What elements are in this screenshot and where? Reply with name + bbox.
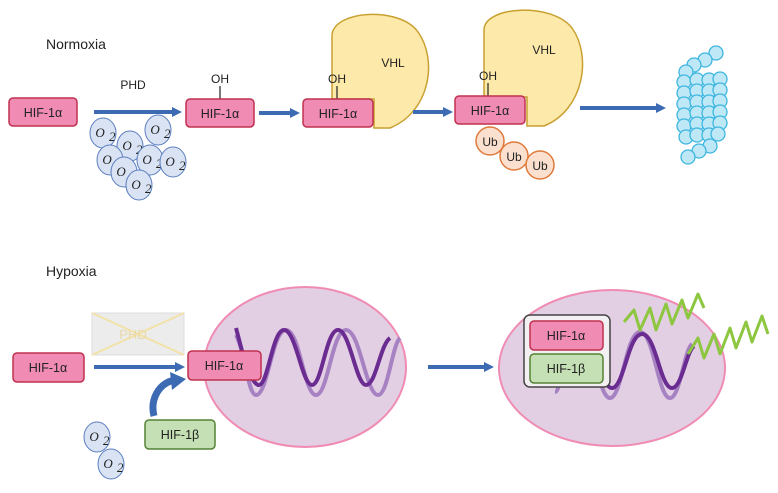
oh-label: OH bbox=[211, 72, 229, 86]
ubiquitin-chain: Ub Ub Ub bbox=[475, 126, 555, 180]
ubiquitin: Ub bbox=[475, 126, 505, 156]
dna-strand-light bbox=[234, 327, 402, 398]
svg-text:HIF-1α: HIF-1α bbox=[201, 107, 239, 121]
hif1b-box: HIF-1β bbox=[144, 419, 216, 450]
hif1a-label: HIF-1α bbox=[24, 106, 62, 120]
svg-text:O: O bbox=[150, 122, 160, 137]
vhl-label: VHL bbox=[381, 56, 405, 70]
svg-text:Ub: Ub bbox=[532, 159, 548, 173]
svg-text:VHL: VHL bbox=[532, 43, 556, 57]
svg-text:2: 2 bbox=[145, 181, 152, 196]
svg-text:O: O bbox=[103, 456, 113, 471]
hif1b-import-arrow bbox=[149, 376, 176, 417]
svg-text:2: 2 bbox=[103, 433, 110, 448]
svg-text:2: 2 bbox=[109, 129, 116, 144]
mrna-transcript bbox=[622, 292, 706, 332]
hif1a-box: HIF-1α bbox=[8, 97, 78, 127]
normoxia-title: Normoxia bbox=[46, 36, 106, 52]
phd-label: PHD bbox=[120, 78, 146, 92]
hif1a-hydroxylated: OH HIF-1α bbox=[185, 72, 255, 128]
hif1a-box: HIF-1α bbox=[12, 352, 85, 383]
hypoxia-title: Hypoxia bbox=[46, 263, 97, 279]
proteasome bbox=[676, 45, 728, 165]
svg-text:Ub: Ub bbox=[482, 135, 498, 149]
phd-inactive: PHD bbox=[91, 312, 185, 356]
svg-text:O: O bbox=[102, 152, 112, 167]
svg-text:Ub: Ub bbox=[506, 150, 522, 164]
hif1b-label: HIF-1β bbox=[161, 428, 199, 442]
svg-text:2: 2 bbox=[156, 156, 163, 171]
svg-text:O: O bbox=[165, 154, 175, 169]
hif1a-vhl-bound: OH HIF-1α bbox=[302, 72, 374, 128]
hif1a-in-nucleus: HIF-1α bbox=[187, 350, 262, 381]
dna-strand-dark bbox=[234, 327, 392, 388]
svg-text:HIF-1α: HIF-1α bbox=[547, 329, 585, 343]
hif1a-ubiquitinated: OH HIF-1α bbox=[454, 69, 526, 125]
vhl-protein: VHL bbox=[331, 13, 430, 129]
svg-text:OH: OH bbox=[479, 69, 497, 83]
ubiquitin: Ub bbox=[525, 150, 555, 180]
mrna-transcript bbox=[686, 314, 770, 360]
svg-text:2: 2 bbox=[136, 142, 143, 157]
phd-label-faded: PHD bbox=[119, 327, 146, 342]
ubiquitin: Ub bbox=[499, 141, 529, 171]
svg-text:O: O bbox=[116, 164, 126, 179]
svg-text:HIF-1α: HIF-1α bbox=[29, 361, 67, 375]
svg-text:HIF-1α: HIF-1α bbox=[319, 107, 357, 121]
svg-text:O: O bbox=[95, 125, 105, 140]
svg-text:HIF-1α: HIF-1α bbox=[471, 104, 509, 118]
svg-text:2: 2 bbox=[179, 158, 186, 173]
svg-text:O: O bbox=[131, 177, 141, 192]
svg-text:HIF-1α: HIF-1α bbox=[205, 359, 243, 373]
hif-complex: HIF-1α HIF-1β bbox=[523, 314, 611, 388]
svg-text:2: 2 bbox=[117, 460, 124, 475]
svg-text:O: O bbox=[122, 138, 132, 153]
o2-cluster: O2 O2 O2 O2 O2 O2 O2 O2 bbox=[89, 114, 187, 201]
svg-text:HIF-1β: HIF-1β bbox=[547, 362, 585, 376]
svg-text:O: O bbox=[89, 429, 99, 444]
svg-text:OH: OH bbox=[328, 72, 346, 86]
svg-text:O: O bbox=[142, 152, 152, 167]
svg-text:2: 2 bbox=[164, 126, 171, 141]
vhl-protein: VHL bbox=[483, 9, 584, 127]
